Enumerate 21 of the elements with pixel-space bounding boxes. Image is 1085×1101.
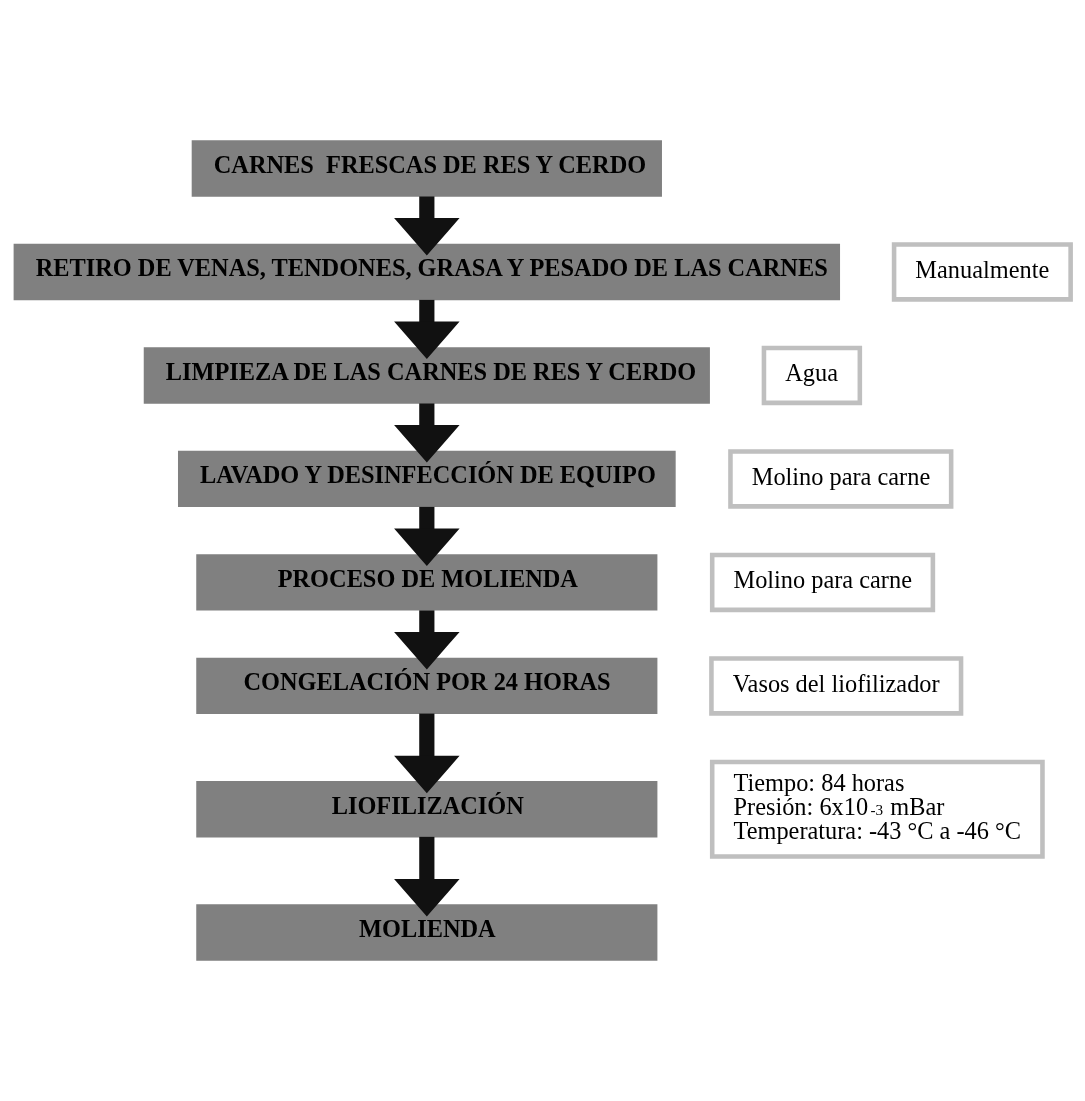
node-box: Molino para carne bbox=[728, 449, 954, 509]
arrow bbox=[394, 196, 460, 256]
node-box: RETIRO DE VENAS, TENDONES, GRASA Y PESADO DE LAS CARNES bbox=[13, 243, 841, 301]
node-box: LIMPIEZA DE LAS CARNES DE RES Y CERDO bbox=[143, 347, 710, 404]
arrow bbox=[394, 506, 460, 566]
node-box: CONGELACIÓN POR 24 HORAS bbox=[196, 657, 658, 715]
arrow bbox=[394, 713, 460, 794]
arrow bbox=[394, 403, 460, 463]
node-box: LAVADO Y DESINFECCIÓN DE EQUIPO bbox=[178, 450, 676, 508]
node-box: Tiempo: 84 horas Presión: 6x10-3 mBar Temperatura: -43 °C a -46 °C bbox=[709, 759, 1045, 859]
node-box: PROCESO DE MOLIENDA bbox=[196, 554, 658, 611]
arrow bbox=[394, 836, 460, 917]
node-box: LIOFILIZACIÓN bbox=[196, 781, 658, 838]
node-box: CARNES FRESCAS DE RES Y CERDO bbox=[191, 140, 662, 197]
node-box: Agua bbox=[761, 345, 863, 406]
node-box: Molino para carne bbox=[709, 552, 936, 613]
arrow bbox=[394, 610, 460, 670]
node-box: Manualmente bbox=[891, 242, 1073, 302]
arrow bbox=[394, 299, 460, 359]
node-box: Vasos del liofilizador bbox=[709, 656, 964, 716]
node-box: MOLIENDA bbox=[196, 904, 658, 961]
